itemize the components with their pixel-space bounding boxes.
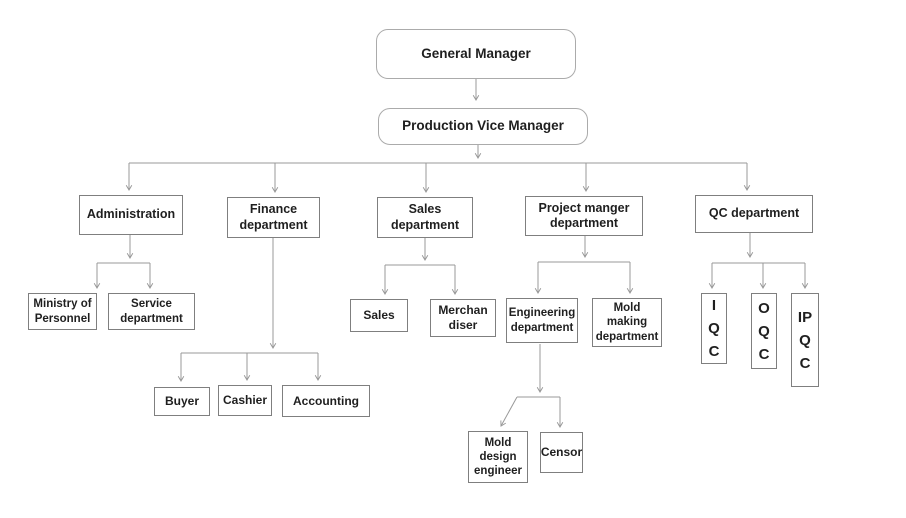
node-production-vice-manager: Production Vice Manager — [378, 108, 588, 145]
connector-line — [500, 396, 518, 427]
node-project-manager-department: Project manger department — [525, 196, 643, 236]
node-buyer: Buyer — [154, 387, 210, 416]
node-accounting: Accounting — [282, 385, 370, 417]
node-merchandiser: Merchan diser — [430, 299, 496, 337]
node-censor: Censor — [540, 432, 583, 473]
node-qc-department: QC department — [695, 195, 813, 233]
node-service-department: Service department — [108, 293, 195, 330]
node-finance-department: Finance department — [227, 197, 320, 238]
node-ipqc: IPQC — [791, 293, 819, 387]
node-general-manager: General Manager — [376, 29, 576, 79]
node-mold-making-department: Mold making department — [592, 298, 662, 347]
node-administration: Administration — [79, 195, 183, 235]
node-cashier: Cashier — [218, 385, 272, 416]
node-sales-department: Sales department — [377, 197, 473, 238]
node-iqc: IQC — [701, 293, 727, 364]
node-sales: Sales — [350, 299, 408, 332]
node-oqc: OQC — [751, 293, 777, 369]
node-mold-design-engineer: Mold design engineer — [468, 431, 528, 483]
node-engineering-department: Engineering department — [506, 298, 578, 343]
node-ministry-of-personnel: Ministry of Personnel — [28, 293, 97, 330]
